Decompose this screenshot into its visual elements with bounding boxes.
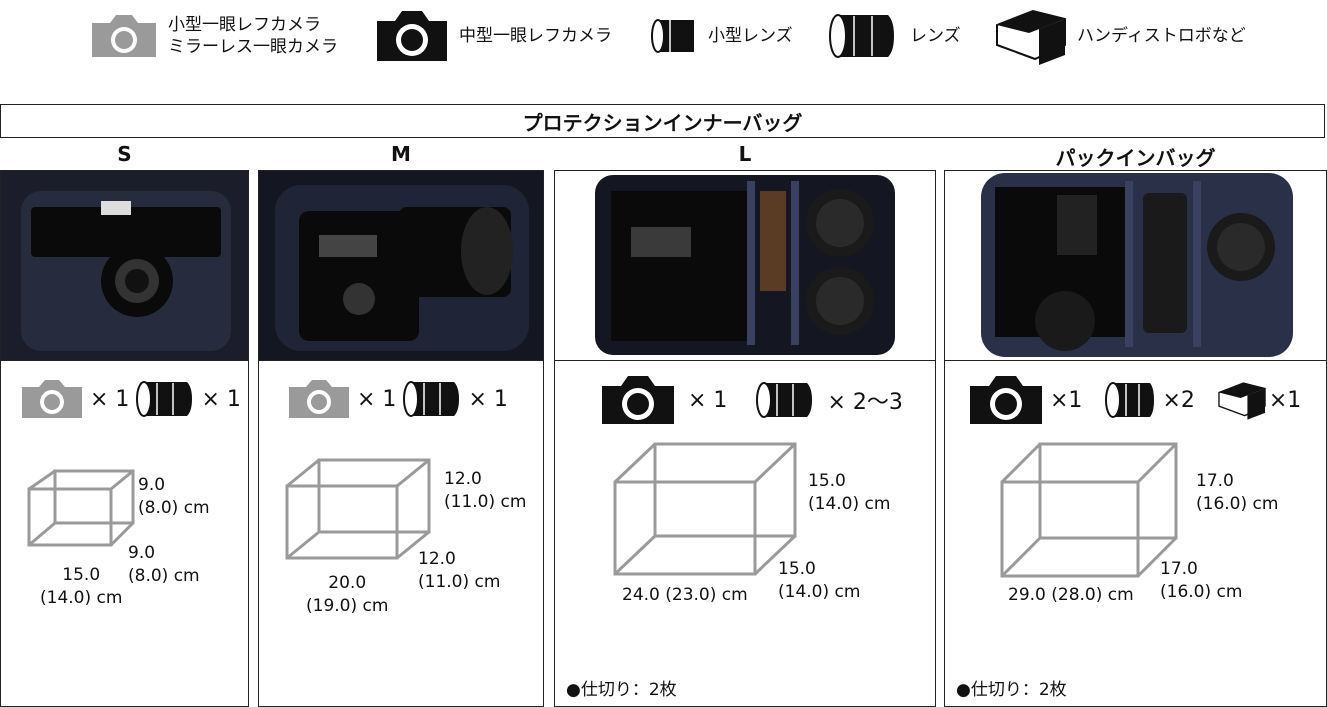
- legend-label: レンズ: [910, 26, 961, 46]
- dimension-box-pack: [1000, 442, 1178, 578]
- bag-photo-m: [258, 170, 544, 361]
- medium-camera-icon: [970, 376, 1042, 424]
- bag-photo-s: [0, 170, 249, 361]
- camera-count: ×1: [1050, 387, 1083, 413]
- capacity-row-pack: ×1 ×2 ×1: [968, 374, 1307, 426]
- small-camera-icon: [289, 380, 349, 418]
- legend-label: ハンディストロボなど: [1077, 26, 1246, 46]
- capacity-row-m: × 1 × 1: [287, 378, 514, 420]
- dim-depth-l: 15.0 (14.0) cm: [778, 559, 861, 602]
- small-camera-icon: [22, 380, 82, 418]
- dimension-box-m: [285, 458, 431, 560]
- legend-label: 中型一眼レフカメラ: [459, 26, 612, 46]
- divider-note-l: ●仕切り：2枚: [566, 680, 677, 700]
- dimension-box-l: [613, 442, 797, 576]
- legend-label: 小型一眼レフカメラ ミラーレス一眼カメラ: [168, 15, 338, 57]
- divider-note-pack: ●仕切り：2枚: [956, 680, 1067, 700]
- legend-small-lens: 小型レンズ: [650, 6, 793, 66]
- dim-height-l: 15.0 (14.0) cm: [808, 471, 891, 514]
- strobe-icon: [1218, 382, 1266, 420]
- lens-count: ×2: [1162, 387, 1195, 413]
- medium-camera-icon: [602, 376, 674, 424]
- lens-count: × 2〜3: [827, 390, 903, 415]
- dim-depth-s: 9.0 (8.0) cm: [128, 543, 200, 586]
- camera-count: × 1: [90, 386, 130, 412]
- dim-depth-pack: 17.0 (16.0) cm: [1160, 559, 1243, 602]
- small-camera-icon: [92, 15, 156, 57]
- legend-medium-camera: 中型一眼レフカメラ: [375, 6, 612, 66]
- dim-width-s: 15.0 (14.0) cm: [40, 565, 123, 608]
- strobe-count: ×1: [1268, 387, 1302, 413]
- legend-label: 小型レンズ: [708, 26, 793, 46]
- size-label-l: L: [738, 142, 752, 166]
- legend-small-camera: 小型一眼レフカメラ ミラーレス一眼カメラ: [90, 6, 338, 66]
- dim-height-pack: 17.0 (16.0) cm: [1196, 471, 1279, 514]
- page-title: プロテクションインナーバッグ: [0, 104, 1325, 138]
- lens-icon: [403, 381, 460, 417]
- camera-count: × 1: [357, 386, 397, 412]
- legend-strobe: ハンディストロボなど: [995, 6, 1246, 66]
- dim-height-m: 12.0 (11.0) cm: [444, 469, 527, 512]
- small-lens-icon: [651, 19, 694, 53]
- size-label-pack: パックインバッグ: [1055, 146, 1216, 170]
- size-label-m: M: [391, 142, 411, 166]
- legend-lens: レンズ: [828, 6, 961, 66]
- dim-height-s: 9.0 (8.0) cm: [138, 475, 210, 518]
- size-label-s: S: [117, 142, 132, 166]
- lens-count: × 1: [201, 386, 241, 412]
- dim-width-l: 24.0 (23.0) cm: [622, 585, 748, 605]
- capacity-row-s: × 1 × 1: [20, 378, 247, 420]
- lens-count: × 1: [468, 386, 508, 412]
- bag-photo-l: [554, 170, 936, 361]
- dim-width-m: 20.0 (19.0) cm: [306, 573, 389, 616]
- lens-icon: [1105, 382, 1155, 418]
- dim-width-pack: 29.0 (28.0) cm: [1008, 585, 1134, 605]
- medium-camera-icon: [377, 11, 447, 61]
- lens-icon: [756, 382, 813, 418]
- lens-icon: [829, 14, 894, 58]
- dim-depth-m: 12.0 (11.0) cm: [418, 549, 501, 592]
- strobe-icon: [996, 9, 1066, 65]
- dimension-box-s: [27, 469, 135, 547]
- capacity-row-l: × 1 × 2〜3: [600, 374, 909, 426]
- lens-icon: [136, 381, 193, 417]
- camera-count: × 1: [688, 387, 728, 413]
- bag-photo-pack: [944, 170, 1327, 361]
